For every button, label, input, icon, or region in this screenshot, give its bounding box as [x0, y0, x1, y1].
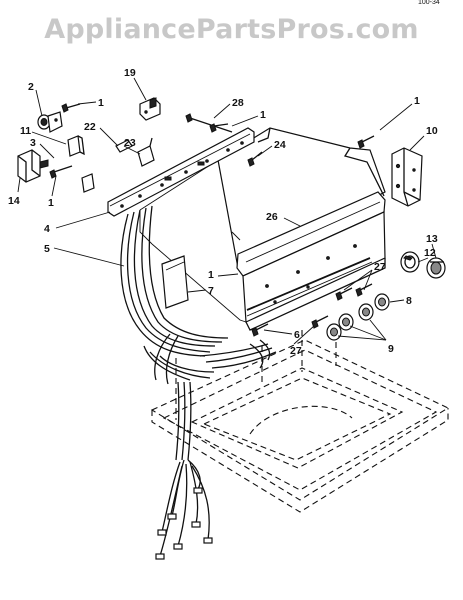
callout-4: 4: [44, 223, 50, 235]
callout-12: 12: [424, 247, 436, 259]
screw-icon: [311, 315, 329, 329]
screw-icon: [357, 135, 375, 149]
callout-28: 28: [232, 97, 244, 109]
control-bracket: [107, 127, 255, 217]
part-13-timer-knob: [426, 257, 446, 279]
part-12-bezel: [400, 251, 420, 273]
callout-9: 9: [388, 343, 394, 355]
part-bracket-small: [81, 173, 95, 193]
callout-24: 24: [274, 139, 286, 151]
washer-top-outline: [150, 330, 450, 513]
part-23-switch: [137, 137, 155, 167]
callout-22: 22: [84, 121, 96, 133]
screw-icon: [209, 123, 229, 133]
callout-1: 1: [48, 197, 54, 209]
part-11-bracket: [67, 135, 85, 157]
leader-lines: [17, 77, 437, 345]
callout-7: 7: [208, 285, 214, 297]
screw-icon: [61, 103, 81, 113]
callout-23: 23: [124, 137, 136, 149]
screw-icon: [49, 165, 73, 179]
callout-6: 6: [294, 329, 300, 341]
callout-26: 26: [266, 211, 278, 223]
callout-19: 19: [124, 67, 136, 79]
callout-14: 14: [8, 195, 20, 207]
part-7-cover: [161, 255, 189, 309]
lower-wire-ends: [155, 459, 213, 560]
callout-5: 5: [44, 243, 50, 255]
screw-icon: [251, 323, 269, 337]
part-28-rod: [185, 113, 233, 133]
part-19-clip: [139, 97, 161, 121]
callout-1: 1: [414, 95, 420, 107]
callout-1: 1: [98, 97, 104, 109]
callout-1: 1: [260, 109, 266, 121]
callout-3: 3: [30, 137, 36, 149]
callout-27: 27: [374, 261, 386, 273]
callout-8: 8: [406, 295, 412, 307]
callout-1: 1: [208, 269, 214, 281]
screw-icon: [355, 283, 373, 297]
part-3-switch-block: [17, 149, 49, 183]
console-backsplash: [217, 127, 386, 331]
watermark-text: AppliancePartsPros.com: [44, 14, 419, 45]
callout-27: 27: [290, 345, 302, 357]
callout-13: 13: [426, 233, 438, 245]
callout-11: 11: [20, 125, 31, 137]
wire-harness: [120, 205, 277, 461]
part-2-switch: [37, 111, 63, 133]
part-9-knob: [326, 313, 354, 341]
part-24-screw: [247, 151, 263, 167]
part-10-end-cap: [391, 147, 423, 207]
callout-labels: 1 2 11 3 14 1 19 22 23 28 1 24 1 10 4 5 …: [8, 67, 438, 357]
screw-icon: [335, 287, 353, 301]
callout-10: 10: [426, 125, 438, 137]
corner-mark: 100-34: [418, 0, 440, 6]
callout-2: 2: [28, 81, 34, 93]
part-8-knob: [358, 293, 390, 321]
